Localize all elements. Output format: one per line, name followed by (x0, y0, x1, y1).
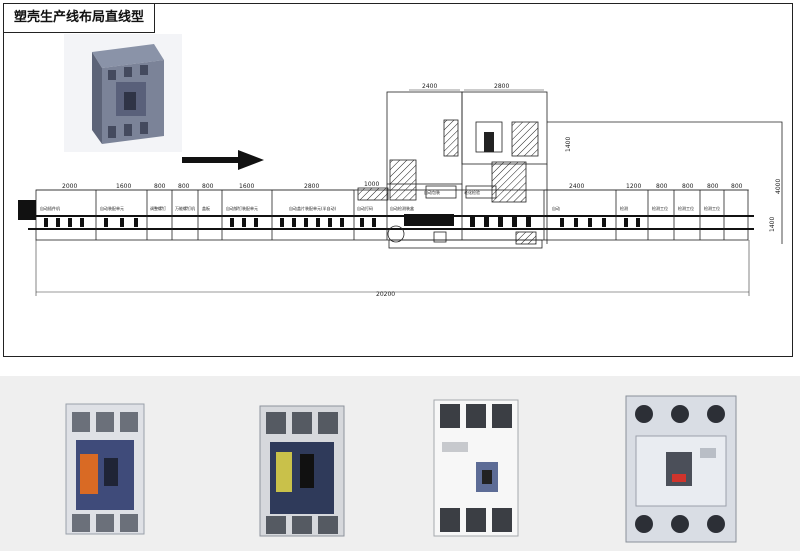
dim-label: 2800 (494, 83, 509, 90)
dim-label: 2000 (62, 183, 77, 190)
dim-label: 800 (178, 183, 190, 190)
layout-drawing: 2000 1600 800 800 800 1600 2800 1000 240… (18, 34, 783, 298)
station-label: 自动打码 (357, 205, 373, 211)
station-label: 调整螺钉 (150, 205, 166, 211)
conveyor-machines (44, 214, 640, 227)
station-label: 盖板 (202, 205, 210, 211)
station-label: 检测工位 (652, 205, 668, 211)
flow-arrow (182, 150, 264, 170)
dim-label: 1600 (239, 183, 254, 190)
dim-label: 800 (154, 183, 166, 190)
breaker-photo-2 (259, 405, 345, 537)
hatched-block (491, 161, 527, 203)
upper-frame (386, 91, 783, 244)
small-details (387, 185, 543, 249)
product-photo-strip (0, 376, 800, 551)
dim-label: 800 (682, 183, 694, 190)
dim-label: 800 (202, 183, 214, 190)
station-dividers (95, 184, 725, 240)
dim-label: 800 (656, 183, 668, 190)
dim-label: 1000 (364, 181, 379, 188)
hatched-block (443, 119, 459, 157)
station-label: 自动检测装盒 (390, 205, 414, 211)
dim-label: 20200 (376, 291, 395, 298)
station-label: 检测 (620, 205, 628, 211)
station-label: 自动盖片装配单元(半自动) (289, 205, 337, 211)
hatched-block (511, 121, 539, 157)
dim-label: 800 (731, 183, 743, 190)
station-label: 检测工位 (678, 205, 694, 211)
station-label: 自动铆钉装配单元 (226, 205, 258, 211)
station-label: 自动包装 (424, 189, 440, 195)
dim-label: 2400 (422, 83, 437, 90)
station-label: 老化检验 (464, 189, 480, 195)
breaker-photo-3 (433, 399, 519, 537)
hatched-block (357, 187, 389, 201)
breaker-photo-1 (65, 403, 145, 535)
dim-label: 2400 (569, 183, 584, 190)
dim-label: 2800 (304, 183, 319, 190)
station-label: 自动插件机 (40, 205, 60, 211)
dim-label: 1600 (116, 183, 131, 190)
dim-label: 1200 (626, 183, 641, 190)
machine-part (484, 132, 494, 152)
dim-label: 1400 (769, 217, 776, 232)
diagram-title: 塑壳生产线布局直线型 (4, 4, 156, 33)
station-label: 自动装配单元 (100, 205, 124, 211)
dim-label: 800 (707, 183, 719, 190)
layout-diagram-frame: 2000 1600 800 800 800 1600 2800 1000 240… (3, 3, 793, 357)
product-render (64, 34, 182, 152)
breaker-photo-4 (625, 395, 737, 543)
hatched-block (389, 159, 417, 201)
station-label: 自动 (552, 205, 560, 211)
station-label: 检测工位 (704, 205, 720, 211)
dim-label: 4000 (775, 179, 782, 194)
dimension-line-total (35, 240, 750, 296)
conveyor (18, 189, 754, 241)
dim-label: 1400 (565, 137, 572, 152)
station-label: 万能螺钉机 (175, 205, 195, 211)
